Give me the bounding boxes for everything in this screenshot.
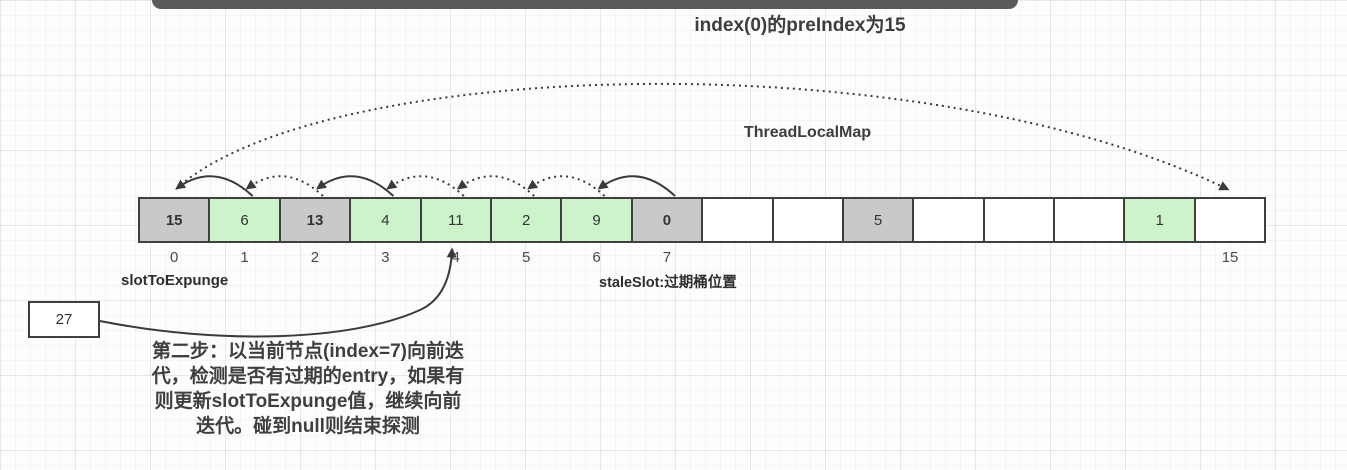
array-cell-13 <box>1053 197 1126 243</box>
preindex-note: index(0)的preIndex为15 <box>694 15 906 36</box>
back-arc-5-to-4 <box>456 175 535 197</box>
step-note-line-1: 第二步：以当前节点(index=7)向前迭 <box>152 341 464 362</box>
stale-slot-label: staleSlot:过期桶位置 <box>599 275 737 291</box>
back-arc-1-to-0 <box>175 175 254 197</box>
value-box-text: 27 <box>55 311 73 328</box>
index-label-0: 0 <box>170 249 179 266</box>
index-label-15: 15 <box>1221 249 1239 266</box>
step-note-line-2: 代，检测是否有过期的entry，如果有 <box>151 366 465 387</box>
index-label-9 <box>773 249 843 266</box>
array-cell-4: 11 <box>419 197 492 243</box>
index-label-12 <box>984 249 1054 266</box>
back-arc-6-to-5 <box>527 175 606 197</box>
index-label-7: 7 <box>662 249 672 266</box>
index-label-5: 5 <box>521 249 531 266</box>
array-cell-2: 13 <box>278 197 352 243</box>
index-label-14 <box>1124 249 1194 266</box>
back-arc-7-to-6 <box>597 175 676 197</box>
array-cell-5: 2 <box>489 197 563 243</box>
array-cell-3: 4 <box>349 197 422 243</box>
index-label-13 <box>1054 249 1124 266</box>
array-cell-12 <box>982 197 1056 243</box>
index-label-4: 4 <box>451 249 460 266</box>
back-arc-2-to-1 <box>245 175 324 197</box>
back-arc-4-to-3 <box>386 175 465 197</box>
value-box-27: 27 <box>28 301 100 338</box>
array-cell-1: 6 <box>208 197 281 243</box>
threadlocalmap-label: ThreadLocalMap <box>743 124 872 141</box>
slot-to-expunge-label: slotToExpunge <box>121 272 229 289</box>
step-note: 第二步：以当前节点(index=7)向前迭 代，检测是否有过期的entry，如果… <box>112 339 504 439</box>
index-label-11 <box>913 249 983 266</box>
index-label-6: 6 <box>592 249 601 266</box>
index-label-3: 3 <box>381 249 390 266</box>
top-title-bar <box>152 0 1018 9</box>
index-row: 0 1 2 3 4 5 6 7 15 <box>139 249 1265 266</box>
array-cell-11 <box>912 197 985 243</box>
array-cell-0: 15 <box>138 197 211 243</box>
index-label-1: 1 <box>240 249 249 266</box>
step-note-line-4: 迭代。碰到null则结束探测 <box>196 416 420 437</box>
array-cell-6: 9 <box>560 197 633 243</box>
array-cell-14: 1 <box>1123 197 1196 243</box>
step-note-line-3: 则更新slotToExpunge值，继续向前 <box>154 391 462 412</box>
array-cell-10: 5 <box>841 197 915 243</box>
array-cell-7: 0 <box>630 197 704 243</box>
array-cell-9 <box>771 197 844 243</box>
array-cell-8 <box>701 197 774 243</box>
array-cell-15 <box>1193 197 1267 243</box>
index-label-2: 2 <box>310 249 320 266</box>
index-label-8 <box>702 249 772 266</box>
back-arc-3-to-2 <box>315 175 395 197</box>
index-label-10 <box>843 249 913 266</box>
